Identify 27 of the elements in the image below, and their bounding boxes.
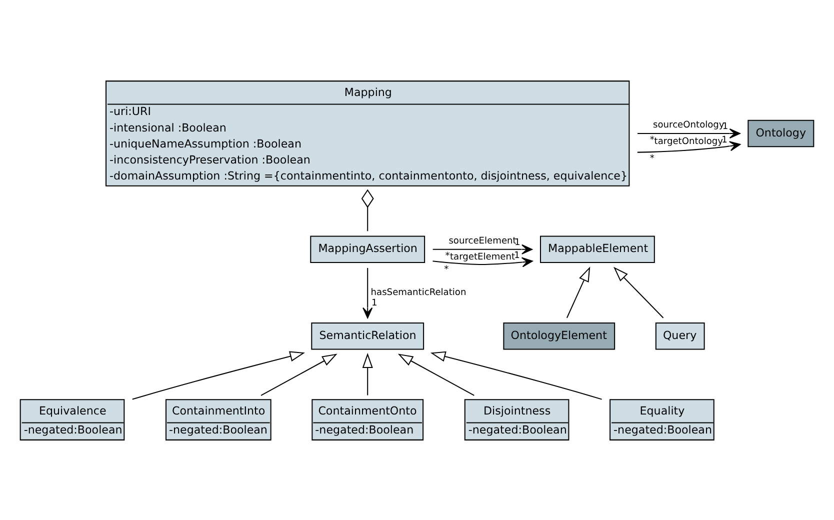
arrow xyxy=(132,350,305,400)
connector xyxy=(361,188,374,231)
edge-label: sourceElement xyxy=(448,236,516,246)
arrow xyxy=(638,128,740,138)
edge-label: targetOntology xyxy=(654,136,724,146)
arrow xyxy=(260,353,338,396)
label: 1 xyxy=(372,298,378,308)
edge-label: hasSemanticRelation xyxy=(370,287,466,298)
arrow xyxy=(637,140,741,152)
arrow xyxy=(430,350,602,400)
label: 1 xyxy=(722,121,728,132)
edge-label: sourceOntology xyxy=(653,120,724,130)
arrow xyxy=(614,266,664,318)
label: * xyxy=(650,135,654,146)
label: * xyxy=(445,250,450,261)
label: 1 xyxy=(722,134,728,145)
arrow xyxy=(362,352,373,395)
arrow xyxy=(398,353,474,396)
label: 1 xyxy=(514,237,520,248)
arrow xyxy=(362,267,373,318)
label: 1 xyxy=(514,250,520,261)
arrow xyxy=(432,244,533,254)
arrow xyxy=(432,256,533,267)
label: * xyxy=(444,264,449,274)
arrow xyxy=(566,266,590,318)
edge-label: targetElement xyxy=(450,252,516,262)
label: * xyxy=(650,154,654,164)
